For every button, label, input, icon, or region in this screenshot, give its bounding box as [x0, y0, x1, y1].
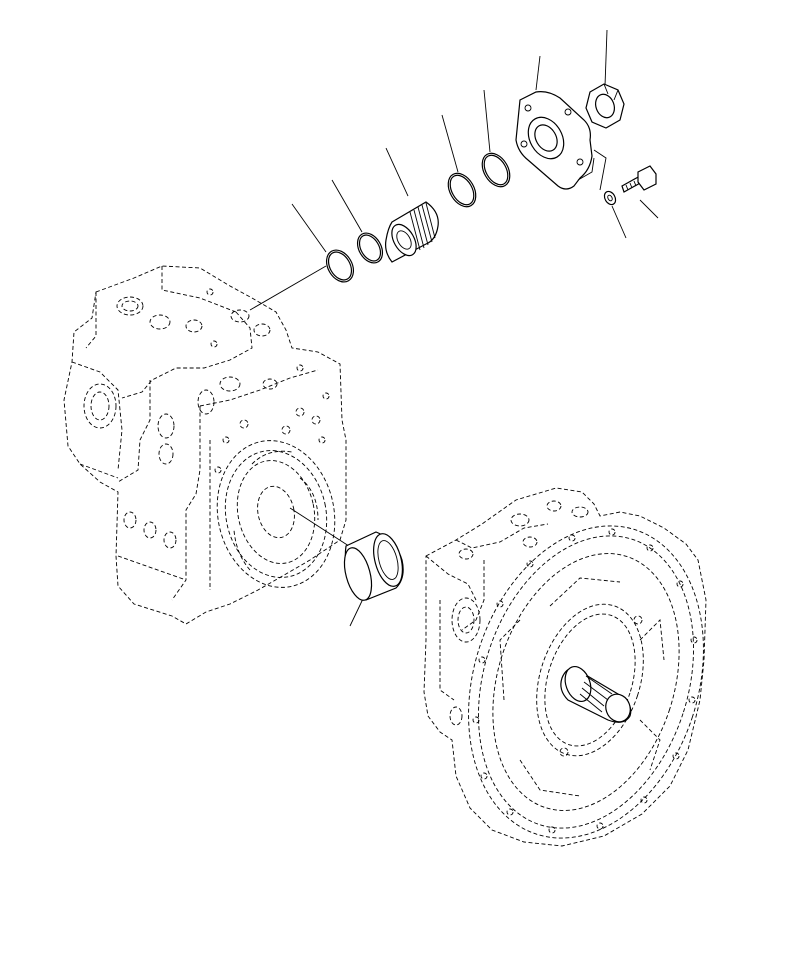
pump-housing	[63, 265, 347, 625]
splined-shaft	[560, 665, 632, 723]
flange-cover	[515, 91, 595, 190]
o-ring-small	[356, 232, 384, 264]
o-ring-mid	[447, 172, 477, 208]
hex-nut	[585, 83, 625, 129]
o-ring-large	[325, 249, 355, 283]
pump-flywheel-housing	[423, 487, 707, 847]
threaded-plug	[385, 201, 439, 263]
bushing	[343, 531, 404, 601]
washer	[603, 190, 617, 206]
o-ring-top	[481, 152, 511, 188]
bolt	[621, 165, 657, 193]
